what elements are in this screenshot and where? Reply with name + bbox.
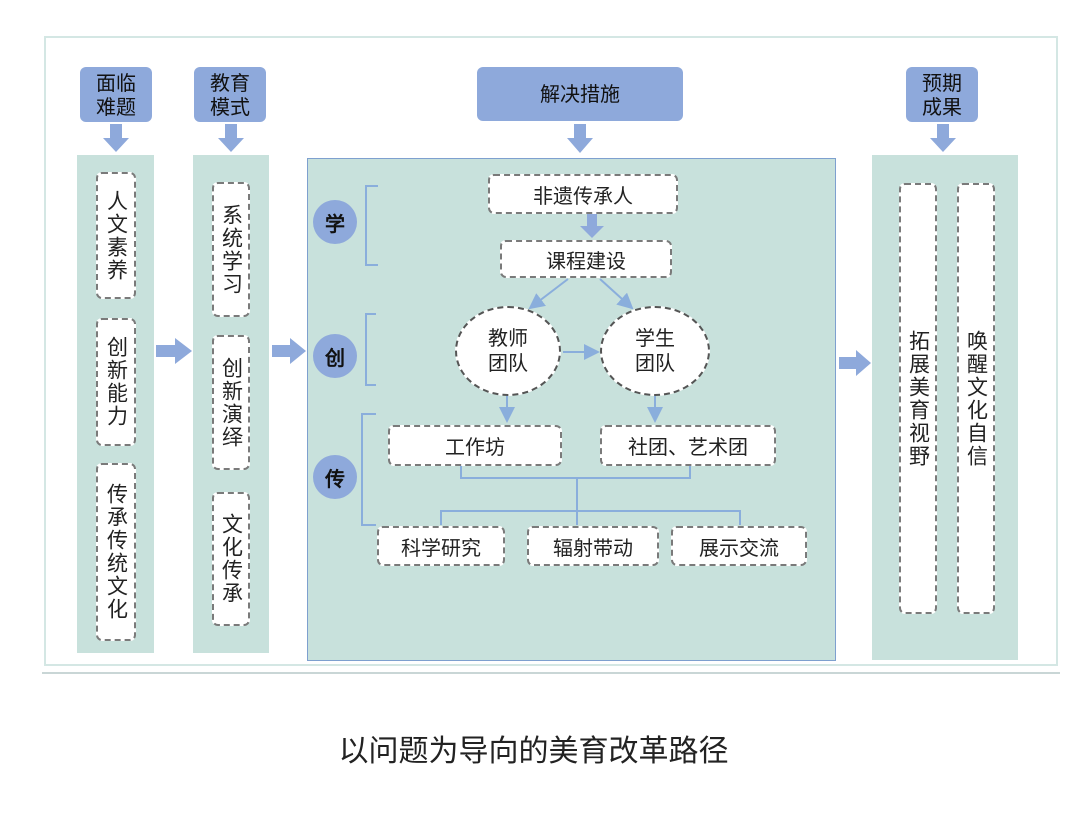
model-box-systematic: 系统学习 [212, 182, 250, 317]
header-model: 教育 模式 [194, 67, 266, 122]
radiate-box: 辐射带动 [527, 526, 659, 566]
divider-line [42, 672, 1060, 674]
inheritor-box: 非遗传承人 [488, 174, 678, 214]
connector-bottom-branches [440, 510, 741, 525]
figure-caption: 以问题为导向的美育改革路径 [338, 734, 729, 769]
right-arrow-3 [839, 350, 871, 376]
model-box-creative: 创新演绎 [212, 335, 250, 470]
down-arrow-model [218, 124, 244, 152]
outcome-label: 唤醒文化自信 [964, 329, 989, 468]
student-team-oval: 学生 团队 [600, 306, 710, 396]
header-problems: 面临 难题 [80, 67, 152, 122]
stage-brackets [361, 185, 378, 526]
problem-box-tradition: 传承传统文化 [96, 463, 136, 641]
problem-label: 人文素养 [104, 189, 129, 282]
model-label: 创新演绎 [219, 356, 244, 449]
problem-box-humanities: 人文素养 [96, 172, 136, 299]
connector-course-teacher [528, 278, 569, 310]
connector-course-student [599, 278, 634, 310]
exhibit-box: 展示交流 [671, 526, 807, 566]
down-arrow-outcomes [930, 124, 956, 152]
down-arrow-problems [103, 124, 129, 152]
model-label: 文化传承 [219, 513, 244, 605]
bracket-learn [365, 185, 378, 266]
right-arrow-1 [156, 338, 192, 364]
header-down-arrows [103, 124, 956, 153]
model-label: 系统学习 [219, 203, 244, 296]
down-arrow-measures [567, 124, 593, 153]
clubs-box: 社团、艺术团 [600, 425, 776, 466]
column-right-arrows [156, 338, 871, 376]
stage-learn-badge: 学 [313, 200, 357, 244]
problem-box-innovation: 创新能力 [96, 318, 136, 446]
bracket-pass [361, 413, 376, 526]
connector-bracket-merge [460, 466, 691, 479]
workshop-box: 工作坊 [388, 425, 562, 466]
flow-connectors [440, 278, 741, 525]
problem-label: 创新能力 [104, 336, 129, 428]
bracket-create [365, 313, 376, 386]
outcome-box-vision: 拓展美育视野 [899, 183, 937, 614]
outcome-box-confidence: 唤醒文化自信 [957, 183, 995, 614]
header-outcomes: 预期 成果 [906, 67, 978, 122]
stage-pass-badge: 传 [313, 455, 357, 499]
model-box-heritage: 文化传承 [212, 492, 250, 626]
problem-label: 传承传统文化 [104, 483, 129, 621]
research-box: 科学研究 [377, 526, 505, 566]
header-measures: 解决措施 [477, 67, 683, 121]
course-box: 课程建设 [500, 240, 672, 278]
teacher-team-oval: 教师 团队 [455, 306, 561, 396]
down-arrow-inheritor-course [580, 214, 604, 238]
stage-create-badge: 创 [313, 334, 357, 378]
outcome-label: 拓展美育视野 [906, 329, 931, 468]
diagram-frame [44, 36, 1058, 666]
right-arrow-2 [272, 338, 306, 364]
